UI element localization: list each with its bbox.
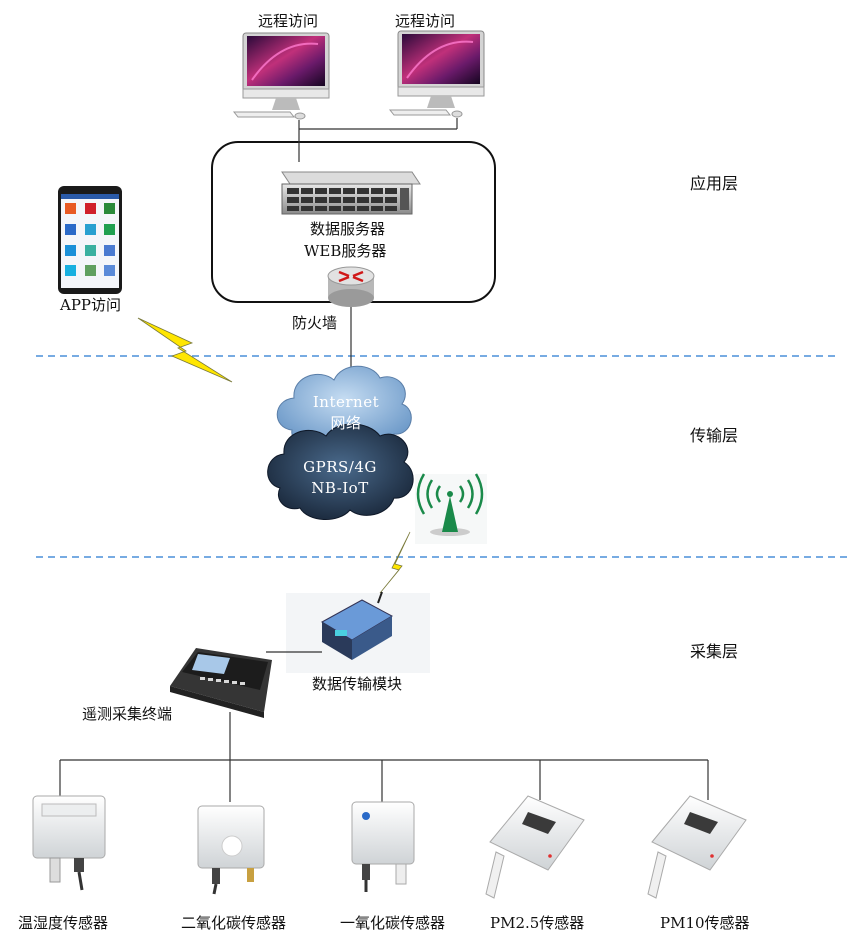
firewall-router-icon	[327, 266, 375, 307]
computer-right-icon	[388, 30, 485, 118]
sensor-label-co2: 二氧化碳传感器	[181, 914, 287, 932]
sensor-label-pm25: PM2.5传感器	[490, 914, 585, 932]
wireless-link-module-icon	[375, 531, 411, 599]
internet-cloud-label-line1: Internet	[313, 393, 379, 411]
remote-access-left-label: 远程访问	[258, 12, 319, 30]
web-server-label: WEB服务器	[304, 242, 387, 260]
sensor-label-humidity: 温湿度传感器	[18, 914, 109, 932]
app-access-label: APP访问	[60, 296, 122, 314]
humidity-sensor-icon	[32, 795, 106, 891]
sensor-bus	[59, 712, 709, 802]
co2-sensor-icon	[197, 805, 265, 895]
terminal-label: 遥测采集终端	[82, 705, 173, 723]
co-sensor-icon	[351, 801, 415, 892]
data-transmission-module-icon	[286, 591, 430, 673]
cellular-cloud-icon	[267, 423, 414, 521]
computer-left-icon	[232, 32, 330, 120]
data-server-label: 数据服务器	[310, 220, 386, 238]
remote-access-right-label: 远程访问	[395, 12, 456, 30]
cellular-cloud-label-line2: NB-IoT	[311, 479, 368, 497]
sensor-label-pm10: PM10传感器	[660, 914, 750, 932]
data-module-label: 数据传输模块	[312, 675, 403, 693]
cellular-cloud-label-line1: GPRS/4G	[303, 458, 377, 476]
collection-layer-label: 采集层	[690, 642, 739, 661]
pm10-sensor-icon	[647, 795, 747, 899]
rack-server-icon	[281, 171, 421, 215]
telemetry-terminal-icon	[170, 648, 272, 718]
transport-layer-label: 传输层	[690, 426, 739, 445]
firewall-label: 防火墙	[292, 314, 338, 332]
mobile-phone-icon	[58, 186, 122, 294]
computer-links	[298, 118, 458, 162]
internet-cloud-label-line2: 网络	[330, 414, 361, 432]
cell-tower-icon	[415, 473, 487, 544]
sensor-label-co: 一氧化碳传感器	[340, 914, 446, 932]
application-layer-label: 应用层	[690, 174, 739, 193]
pm25-sensor-icon	[485, 795, 585, 899]
wireless-link-app-icon	[137, 317, 233, 383]
